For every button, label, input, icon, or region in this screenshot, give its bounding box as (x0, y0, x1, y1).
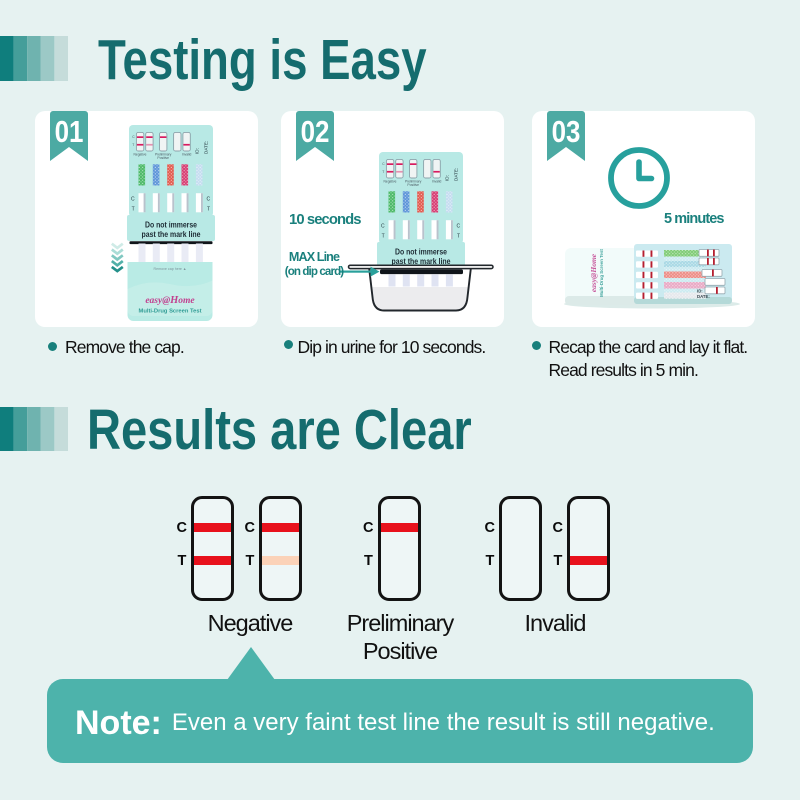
svg-text:ID:: ID: (697, 289, 703, 294)
svg-text:easy@Home: easy@Home (589, 253, 598, 292)
svg-text:Multi-Drug Screen Test: Multi-Drug Screen Test (599, 249, 604, 297)
svg-text:DATE:: DATE: (697, 294, 710, 299)
